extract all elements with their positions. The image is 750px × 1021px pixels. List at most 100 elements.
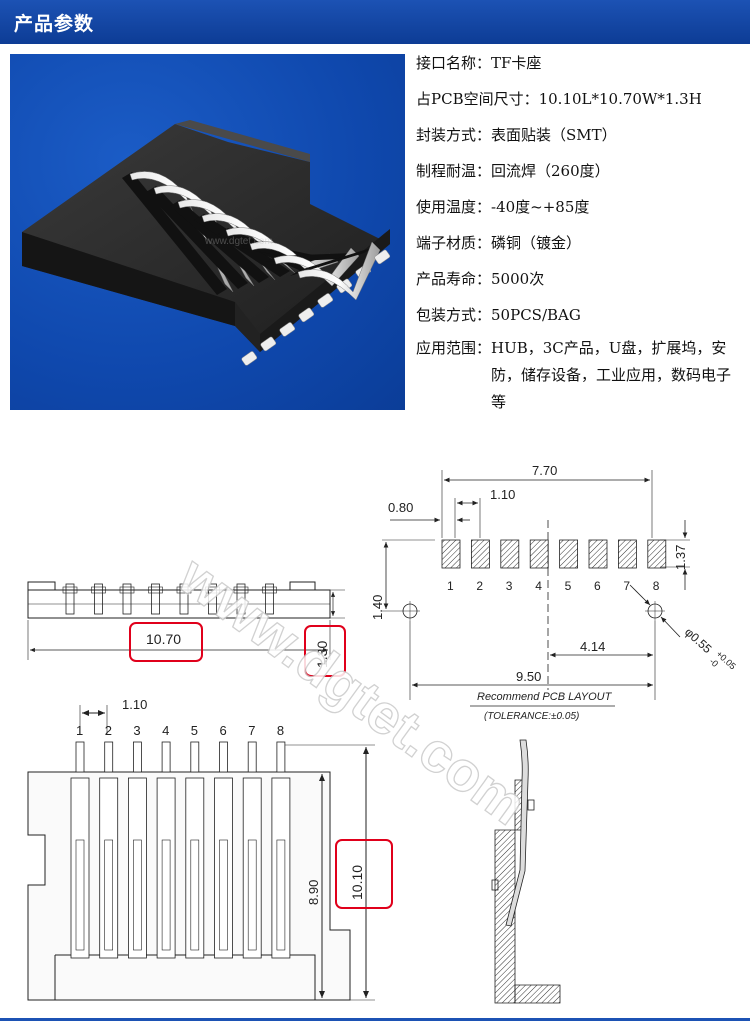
pcb-hole-spacing: 9.50: [516, 669, 541, 684]
side-pin: [208, 583, 217, 615]
side-pin: [122, 583, 132, 615]
top-pin-number: 2: [105, 723, 112, 738]
pin-tail: [374, 249, 391, 265]
top-pin-number: 4: [162, 723, 169, 738]
slot: [170, 200, 269, 283]
side-pin: [265, 583, 274, 615]
side-pin: [179, 583, 189, 615]
spec-row-lifetime: 产品寿命：5000次: [416, 268, 544, 289]
product-photo: www.dgtet.com: [10, 54, 405, 410]
technical-drawing: 10.70 1.30: [27, 463, 738, 1004]
spec-label: 包装方式：: [416, 306, 492, 324]
side-profile: [491, 739, 561, 1004]
pin-tail: [317, 293, 334, 308]
top-pin-slot: [127, 777, 147, 959]
pcb-pin-number: 3: [506, 579, 513, 593]
top-pin-contact: [161, 839, 171, 951]
pcb-pin-number: 2: [476, 579, 483, 593]
spec-row-operating-temp: 使用温度：-40度~+85度: [416, 196, 589, 217]
spec-row-package: 封装方式：表面贴装（SMT）: [416, 124, 617, 145]
contact-pins: [122, 171, 391, 366]
pin-tail: [260, 336, 277, 352]
pcb-pad: [588, 539, 608, 569]
spec-label: 使用温度：: [416, 198, 492, 216]
spec-value: 5000次: [491, 270, 545, 288]
top-pin-lead: [247, 741, 257, 773]
pcb-pad-height: 1.37: [673, 545, 688, 570]
side-pin: [236, 583, 246, 615]
spec-value: 10.10L*10.70W*1.3H: [538, 90, 702, 108]
side-pin-cap: [62, 586, 78, 594]
top-pin-contact: [190, 839, 200, 951]
spec-label: 封装方式：: [416, 126, 492, 144]
highlight-box-height: [304, 625, 346, 677]
pcb-dims: 7.70 1.10 0.80 1.37 1.40 4.14 9.50 φ0.55…: [370, 463, 738, 722]
top-pin-number: 1: [76, 723, 83, 738]
top-pin-lead: [132, 741, 142, 773]
page-title: 产品参数: [14, 13, 95, 35]
side-height-dim: 1.30: [314, 641, 330, 668]
top-pin-contact: [276, 839, 286, 951]
top-pin-slot: [156, 777, 176, 959]
spec-row-material: 端子材质：磷铜（镀金）: [416, 232, 581, 253]
spec-value: HUB，3C产品，U盘，扩展坞，安防，储存设备，工业应用，数码电子等: [491, 339, 732, 411]
spec-label: 端子材质：: [416, 234, 492, 252]
spec-label: 产品寿命：: [416, 270, 492, 288]
top-pin-slot: [214, 777, 233, 959]
pcb-pad: [441, 539, 461, 569]
pin-tail: [279, 322, 296, 337]
spec-row-packing: 包装方式：50PCS/BAG: [416, 304, 581, 325]
pcb-row-offset: 1.40: [370, 595, 385, 620]
highlight-box-length: [335, 839, 393, 909]
top-pin-number: 6: [220, 723, 227, 738]
pcb-pitch: 1.10: [490, 487, 515, 502]
top-inner-height: 8.90: [306, 880, 321, 905]
pcb-pad: [559, 539, 578, 569]
pcb-pin-number: 6: [594, 579, 601, 593]
spec-value: 50PCS/BAG: [491, 306, 581, 324]
top-pitch: 1.10: [122, 697, 147, 712]
slot: [146, 186, 248, 289]
side-view: [27, 581, 345, 660]
photo-watermark: www.dgtet.com: [204, 236, 273, 247]
header-bar: 产品参数: [0, 0, 750, 46]
top-pin-contact: [219, 839, 228, 951]
side-pin-cap: [119, 586, 135, 594]
top-pin-number: 3: [133, 723, 140, 738]
spec-label: 接口名称：: [416, 54, 492, 72]
top-pin-slot: [99, 777, 119, 959]
side-pin-cap: [91, 586, 106, 594]
spec-label: 制程耐温：: [416, 162, 492, 180]
side-pin-cap: [233, 586, 249, 594]
contact-pin: [129, 171, 234, 293]
pcb-offset: 0.80: [388, 500, 413, 515]
top-pin-contact: [75, 839, 85, 951]
top-pin-lead: [276, 741, 286, 773]
top-pin-slot: [70, 777, 90, 959]
pcb-layout: [382, 470, 690, 707]
top-pin-contact: [133, 839, 142, 951]
top-pin-slot: [242, 777, 262, 959]
top-view: [27, 705, 375, 1001]
top-pin-number: 7: [248, 723, 255, 738]
slot: [194, 214, 290, 277]
bottom-rule: [0, 1018, 750, 1021]
top-pin-contact: [247, 839, 257, 951]
top-pin-slot: [271, 777, 291, 959]
pin-tail: [241, 351, 258, 366]
spec-row-interface: 接口名称：TF卡座: [416, 52, 541, 73]
top-pin-contact: [104, 839, 113, 951]
pcb-pad: [470, 539, 490, 569]
top-pin-lead: [75, 741, 85, 773]
spec-row-process-temp: 制程耐温：回流焊（260度）: [416, 160, 610, 181]
slot: [122, 172, 227, 295]
top-pin-number: 5: [191, 723, 198, 738]
pcb-hole-dia: φ0.55: [682, 625, 715, 656]
side-pin: [65, 583, 75, 615]
top-pin-lead: [161, 741, 171, 773]
pcb-pad: [529, 539, 549, 569]
pcb-pin-number: 4: [535, 579, 542, 593]
top-pin-lead: [219, 741, 228, 773]
pcb-tolerance: (TOLERANCE:±0.05): [484, 711, 579, 722]
spec-value: 磷铜（镀金）: [491, 234, 582, 252]
